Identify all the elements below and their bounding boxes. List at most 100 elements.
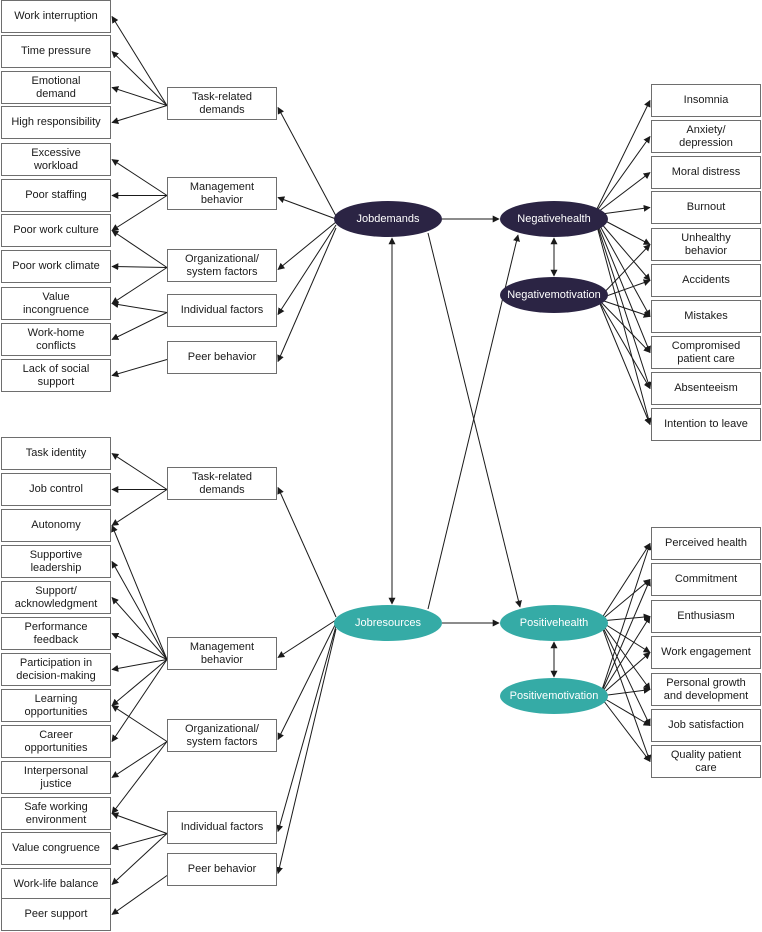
negative-outcome-insomnia-label-line: Insomnia	[683, 94, 729, 106]
arrow-demand-3-8	[111, 301, 168, 313]
arrow-resource-2-9	[111, 741, 168, 778]
arrow-jd-ph	[427, 232, 522, 608]
resource-category-management-behavior-label-line: Management	[189, 640, 255, 653]
positive-outcome-work-engagement-label-line: Work engagement	[661, 646, 751, 658]
resource-item-participation-in-decision-making-label-line: Participation in	[19, 656, 93, 669]
arrow-resource-2-10	[111, 741, 168, 815]
resource-category-management-behavior-label-line: behavior	[200, 653, 244, 666]
negative-outcome-accidents: Accidents	[651, 264, 761, 297]
arrow-demand-2-7	[111, 263, 168, 271]
arrow-resource-0-0	[111, 453, 168, 490]
demand-item-poor-work-culture: Poor work culture	[1, 214, 111, 247]
negative-outcome-absenteeism: Absenteeism	[651, 372, 761, 405]
arrow-resource-1-4	[111, 596, 168, 660]
job-demands-oval-label-line: demands	[374, 212, 420, 225]
resource-item-task-identity: Task identity	[1, 437, 111, 470]
demand-item-excessive-workload-label-line: Excessive	[31, 146, 81, 159]
resource-category-task-related-demands-label-line: demands	[199, 483, 245, 496]
negative-outcome-burnout-label-line: Burnout	[686, 201, 726, 213]
demand-category-task-related-demands-label-line: demands	[199, 103, 245, 116]
demand-item-poor-work-culture-label-line: Poor work culture	[13, 224, 99, 236]
negative-outcome-anxiety-depression: Anxiety/depression	[651, 120, 761, 153]
resource-item-value-congruence: Value congruence	[1, 832, 111, 865]
resource-item-supportive-leadership-label-line: Supportive	[29, 548, 83, 561]
arrow-demand-2-6	[111, 230, 168, 268]
resource-category-organizational-system-factors-label-line: Organizational/	[185, 722, 259, 735]
resource-item-performance-feedback-label-line: feedback	[33, 633, 79, 646]
arrow-jd-cat-2	[277, 221, 337, 270]
job-demands-oval-label-line: Job	[356, 212, 375, 225]
resource-item-support-acknowledgment: Support/acknowledgment	[1, 581, 111, 614]
positive-outcome-quality-patient-care-label-line: Quality patient	[670, 748, 742, 761]
demand-item-lack-of-social-support-label-line: support	[37, 375, 75, 388]
demand-item-time-pressure: Time pressure	[1, 35, 111, 68]
negative-outcome-insomnia: Insomnia	[651, 84, 761, 117]
positive-outcome-enthusiasm-label-line: Enthusiasm	[677, 610, 735, 622]
arrow-jd-cat-4	[277, 227, 337, 363]
negative-outcome-compromised-patient-care-label-line: patient care	[677, 352, 735, 365]
demand-category-organizational-system-factors-label-line: system factors	[186, 265, 258, 278]
resource-item-career-opportunities-label-line: Career	[39, 728, 73, 741]
demand-item-work-interruption-label-line: Work interruption	[14, 10, 98, 22]
positive-outcome-quality-patient-care-label-line: care	[695, 761, 717, 774]
arrow-ph-out-4	[599, 620, 651, 691]
demand-item-high-responsibility-label-line: High responsibility	[11, 116, 101, 128]
resource-item-job-control-label-line: Job control	[29, 483, 83, 495]
arrow-pm-out-2	[599, 615, 651, 697]
arrow-jd-cat-1	[277, 196, 337, 220]
demand-item-poor-staffing: Poor staffing	[1, 179, 111, 212]
resource-item-peer-support-label-line: Peer support	[24, 908, 88, 920]
positive-health-oval-label-line: Positive	[519, 616, 559, 629]
resource-item-participation-in-decision-making-label-line: decision-making	[16, 669, 96, 682]
negative-health-oval-label-line: Negative	[517, 212, 561, 225]
positive-outcome-work-engagement: Work engagement	[651, 636, 761, 669]
demand-item-value-incongruence-label-line: Value	[42, 290, 70, 303]
positive-outcome-perceived-health-label-line: Perceived health	[665, 537, 747, 549]
negative-outcome-anxiety-depression-label-line: Anxiety/	[686, 123, 726, 136]
arrow-demand-0-3	[111, 105, 168, 124]
arrow-jr-cat-1	[277, 619, 337, 658]
negative-outcome-mistakes-label-line: Mistakes	[684, 310, 728, 322]
arrow-demand-1-4	[111, 159, 168, 196]
negative-outcome-absenteeism-label-line: Absenteeism	[674, 382, 738, 394]
arrow-jd-cat-3	[277, 224, 337, 316]
demand-category-organizational-system-factors: Organizational/system factors	[167, 249, 277, 282]
arrow-resource-1-8	[111, 659, 168, 743]
positive-outcome-perceived-health: Perceived health	[651, 527, 761, 560]
arrow-resource-3-12	[111, 833, 168, 885]
resource-item-interpersonal-justice-label-line: Interpersonal	[23, 764, 89, 777]
positive-outcome-enthusiasm: Enthusiasm	[651, 600, 761, 633]
job-resources-oval: Jobresources	[334, 605, 442, 641]
arrow-jr-cat-0	[277, 486, 337, 618]
arrow-demand-3-9	[111, 312, 168, 340]
demand-item-poor-staffing-label-line: Poor staffing	[25, 189, 87, 201]
resource-item-job-control: Job control	[1, 473, 111, 506]
arrow-ph-out-0	[599, 542, 651, 622]
arrow-nh-out-8	[593, 214, 652, 390]
demand-item-poor-work-climate-label-line: Poor work climate	[12, 260, 100, 272]
demand-category-management-behavior-label-line: behavior	[200, 193, 244, 206]
demand-category-organizational-system-factors-label-line: Organizational/	[185, 252, 259, 265]
demand-item-excessive-workload-label-line: workload	[33, 159, 79, 172]
demand-item-emotional-demand-label-line: demand	[36, 87, 76, 100]
negative-outcome-accidents-label-line: Accidents	[682, 274, 730, 286]
demand-category-task-related-demands-label-line: Task-related	[192, 90, 252, 103]
arrow-resource-4-13	[111, 875, 168, 915]
negative-outcome-mistakes: Mistakes	[651, 300, 761, 333]
resource-item-interpersonal-justice-label-line: justice	[40, 777, 72, 790]
arrow-resource-1-2	[111, 524, 168, 660]
arrow-resource-2-7	[111, 705, 168, 742]
arrow-nm-out-8	[597, 298, 651, 390]
